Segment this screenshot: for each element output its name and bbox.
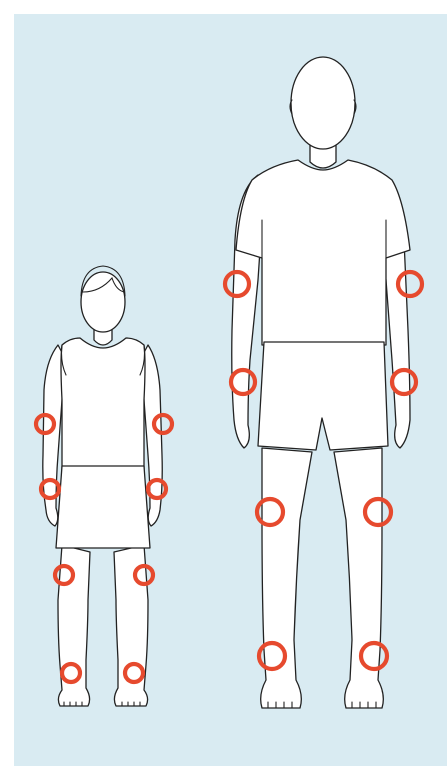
child-shirt — [61, 338, 145, 470]
adult-head — [291, 57, 355, 149]
child-figure — [43, 266, 162, 706]
adult-figure — [232, 57, 410, 708]
child-skirt — [56, 466, 150, 548]
child-head — [81, 272, 125, 332]
adult-shorts — [258, 342, 388, 450]
